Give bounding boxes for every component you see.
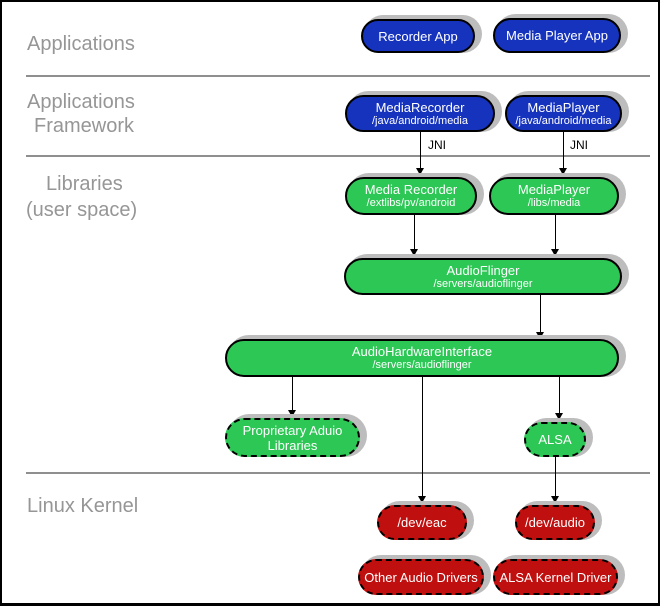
node-other-audio-drivers: Other Audio Drivers xyxy=(358,559,484,595)
node-audiohardwareinterface: AudioHardwareInterface /servers/audiofli… xyxy=(225,339,619,377)
arrow-head-recorder-to-flinger xyxy=(410,249,418,256)
node-path: /java/android/media xyxy=(371,114,468,127)
arrow-line-player-to-flinger xyxy=(555,215,556,249)
arrow-line-jni-right xyxy=(563,132,564,169)
node-label: AudioFlinger xyxy=(446,262,520,278)
node-alsa: ALSA xyxy=(524,422,586,457)
node-audioflinger: AudioFlinger /servers/audioflinger xyxy=(344,258,622,295)
node-label: /dev/eac xyxy=(397,515,447,530)
node-label: MediaPlayer xyxy=(517,182,591,197)
layer-label-framework-line2: Framework xyxy=(34,115,135,137)
arrow-head-ahi-to-proprietary xyxy=(288,410,296,417)
node-mediaplayer-java: MediaPlayer /java/android/media xyxy=(505,95,622,132)
node-alsa-kernel-driver: ALSA Kernel Driver xyxy=(493,559,618,595)
node-media-recorder-native: Media Recorder /extlibs/pv/android xyxy=(345,177,477,215)
node-label: Recorder App xyxy=(378,28,458,44)
node-path: /extlibs/pv/android xyxy=(366,197,456,209)
node-media-player-app: Media Player App xyxy=(493,18,621,53)
node-proprietary-audio-libraries: Proprietary Aduio Libraries xyxy=(225,418,360,457)
layer-label-libraries-line2: (user space) xyxy=(26,199,138,221)
node-dev-eac: /dev/eac xyxy=(377,505,467,540)
node-mediarecorder-java: MediaRecorder /java/android/media xyxy=(345,95,495,132)
layer-label-framework-line1: Applications xyxy=(27,91,135,113)
arrow-line-jni-left xyxy=(420,132,421,169)
node-label: Other Audio Drivers xyxy=(364,569,478,585)
arrow-line-ahi-to-proprietary xyxy=(292,377,293,410)
node-label-line1: Proprietary Aduio xyxy=(242,422,343,438)
arrow-line-alsa-to-dev-audio xyxy=(555,457,556,496)
node-mediaplayer-native: MediaPlayer /libs/media xyxy=(489,177,619,215)
node-label: ALSA xyxy=(538,432,572,447)
divider-kernel xyxy=(26,472,650,474)
node-path: /servers/audioflinger xyxy=(372,359,472,371)
divider-applications xyxy=(26,75,650,77)
arrow-line-flinger-to-ahi xyxy=(540,295,541,332)
node-label-line2: Libraries xyxy=(267,437,318,453)
node-label: Media Recorder xyxy=(364,182,458,197)
arrow-head-ahi-to-alsa xyxy=(555,413,563,420)
arrow-line-ahi-to-alsa xyxy=(559,377,560,413)
node-label: MediaPlayer xyxy=(527,99,600,115)
node-label: MediaRecorder xyxy=(375,99,465,115)
arrow-head-flinger-to-ahi xyxy=(536,332,544,339)
layer-label-libraries-line1: Libraries xyxy=(46,173,123,195)
node-label: ALSA Kernel Driver xyxy=(499,569,612,585)
node-label: AudioHardwareInterface xyxy=(351,344,493,359)
node-label: /dev/audio xyxy=(525,515,585,530)
node-path: /libs/media xyxy=(527,197,581,209)
jni-label-left: JNI xyxy=(428,138,446,152)
layer-label-applications: Applications xyxy=(27,33,135,55)
arrow-head-alsa-to-dev-audio xyxy=(551,496,559,503)
arrow-head-jni-right xyxy=(559,168,567,175)
arrow-head-jni-left xyxy=(416,168,424,175)
divider-framework xyxy=(26,155,650,157)
node-recorder-app: Recorder App xyxy=(361,19,475,53)
arrow-head-ahi-to-dev-eac xyxy=(418,496,426,503)
layer-label-linux-kernel: Linux Kernel xyxy=(27,495,139,517)
jni-label-right: JNI xyxy=(570,138,588,152)
node-label: Media Player App xyxy=(506,28,608,43)
node-dev-audio: /dev/audio xyxy=(515,505,595,540)
node-path: /java/android/media xyxy=(515,114,612,127)
arrow-line-ahi-to-dev-eac xyxy=(422,377,423,496)
arrow-line-recorder-to-flinger xyxy=(414,215,415,249)
arrow-head-player-to-flinger xyxy=(551,249,559,256)
node-path: /servers/audioflinger xyxy=(433,277,533,290)
